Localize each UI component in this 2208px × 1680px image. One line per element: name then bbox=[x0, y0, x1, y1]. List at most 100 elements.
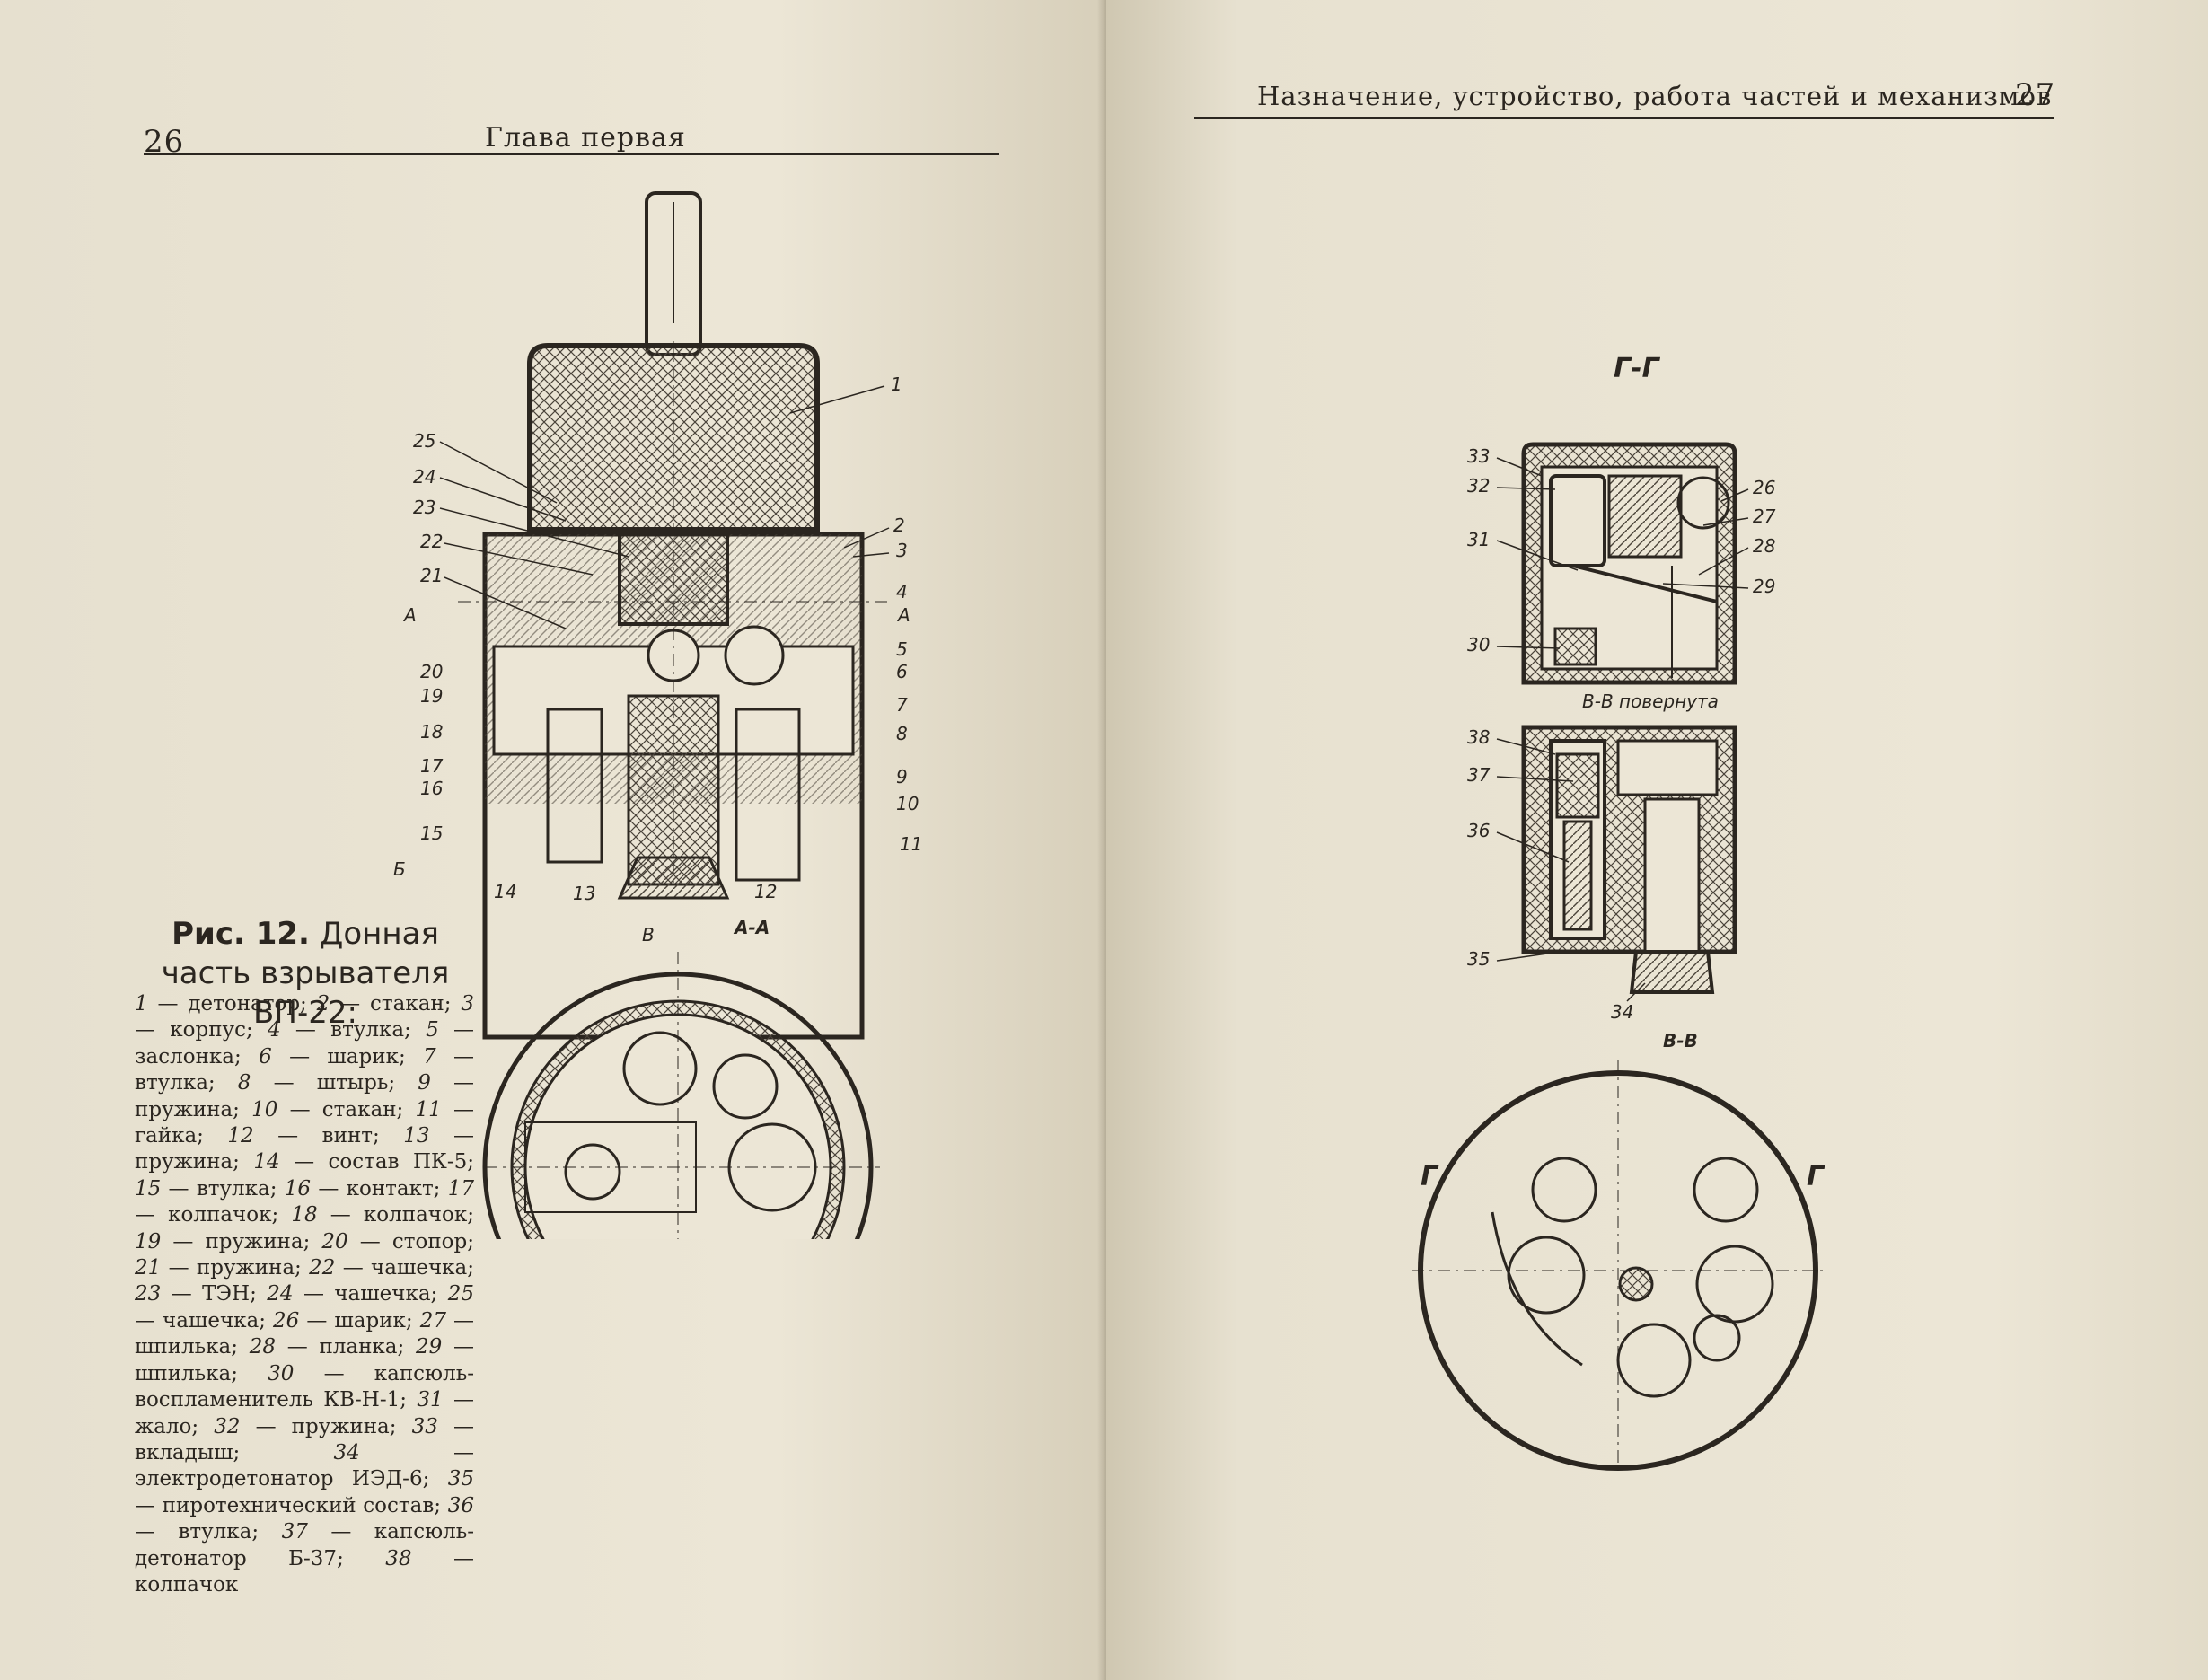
right-page-number: 27 bbox=[2015, 77, 2056, 113]
section-mark-v: В bbox=[642, 924, 655, 946]
legend-item-number: 18 bbox=[291, 1203, 318, 1227]
legend-item-number: 20 bbox=[321, 1229, 348, 1253]
legend-item-text: — жало; bbox=[135, 1388, 474, 1438]
right-page: Назначение, устройство, работа частей и … bbox=[1106, 0, 2208, 1680]
figure-label: Рис. 12. bbox=[172, 916, 310, 952]
callout-30: 30 bbox=[1467, 634, 1490, 655]
legend-item: 19 — пружина; bbox=[135, 1230, 321, 1253]
legend-item-text: — чашечка; bbox=[293, 1282, 448, 1306]
callout-19: 19 bbox=[420, 685, 443, 707]
legend-item-number: 15 bbox=[135, 1176, 162, 1201]
legend-item: 31 — жало; bbox=[135, 1388, 474, 1438]
left-header-rule bbox=[144, 153, 999, 155]
section-gg bbox=[1521, 442, 1737, 685]
legend-item: 34 — электродетонатор ИЭД-6; bbox=[135, 1441, 474, 1491]
legend-item-number: 6 bbox=[259, 1044, 272, 1069]
legend-item-number: 13 bbox=[403, 1124, 430, 1148]
callout-3: 3 bbox=[896, 540, 908, 561]
legend-item: 33 — вкладыш; bbox=[135, 1415, 474, 1465]
callout-21: 21 bbox=[420, 565, 443, 586]
legend-item-number: 32 bbox=[214, 1414, 241, 1438]
callout-24: 24 bbox=[413, 466, 435, 488]
legend-item: 11 — гайка; bbox=[135, 1098, 474, 1148]
legend-item-text: — шарик; bbox=[271, 1044, 424, 1069]
legend-item: 6 — шарик; bbox=[259, 1045, 423, 1069]
legend-item: 16 — контакт; bbox=[285, 1177, 448, 1201]
legend-item: 23 — ТЭН; bbox=[135, 1282, 267, 1306]
legend-item-text: — втулка; bbox=[280, 1018, 427, 1042]
legend-item: 9 — пружина; bbox=[135, 1071, 474, 1121]
callout-15: 15 bbox=[420, 822, 443, 844]
figure-caption-title: Рис. 12. Донная часть взрывателя ВП-22: bbox=[135, 914, 476, 1033]
legend-item-text: — контакт; bbox=[311, 1176, 448, 1201]
legend-item: 28 — планка; bbox=[250, 1335, 416, 1359]
legend-item: 24 — чашечка; bbox=[267, 1282, 447, 1306]
legend-item-number: 10 bbox=[251, 1097, 278, 1121]
callout-23: 23 bbox=[413, 497, 435, 518]
legend-item-text: — пружина; bbox=[161, 1256, 310, 1280]
legend-item-text: — втулка; bbox=[135, 1044, 475, 1095]
legend-item-number: 7 bbox=[423, 1044, 436, 1069]
legend-item-number: 33 bbox=[411, 1414, 438, 1438]
legend-item-text: — колпачок; bbox=[135, 1203, 292, 1227]
callout-26: 26 bbox=[1753, 477, 1775, 498]
legend-item: 2 — стакан; bbox=[317, 992, 462, 1016]
callout-7: 7 bbox=[896, 694, 908, 716]
view-title-aa: А-А bbox=[733, 917, 770, 938]
legend-item-text: — чашечка; bbox=[135, 1308, 274, 1333]
right-running-head: Назначение, устройство, работа частей и … bbox=[1257, 81, 2053, 111]
legend-item-number: 28 bbox=[249, 1335, 277, 1359]
callout-33: 33 bbox=[1467, 445, 1490, 467]
legend-item-number: 31 bbox=[417, 1388, 444, 1412]
legend-item: 21 — пружина; bbox=[135, 1256, 309, 1280]
callout-27: 27 bbox=[1753, 506, 1776, 527]
legend-item: 18 — колпачок; bbox=[291, 1203, 474, 1227]
legend-item-text: — шпилька; bbox=[135, 1308, 475, 1359]
legend-item-text: — заслонка; bbox=[135, 1018, 475, 1069]
legend-item-number: 27 bbox=[419, 1308, 446, 1333]
legend-item-text: — ТЭН; bbox=[161, 1282, 268, 1306]
legend-item-text: — колпачок; bbox=[317, 1203, 474, 1227]
legend-item-number: 38 bbox=[385, 1546, 412, 1570]
legend-item-number: 16 bbox=[284, 1176, 312, 1201]
legend-item: 38 — колпачок bbox=[135, 1547, 474, 1596]
legend-item: 20 — стопор; bbox=[321, 1230, 474, 1253]
legend-item: 4 — втулка; bbox=[268, 1018, 426, 1042]
legend-item: 8 — штырь; bbox=[238, 1071, 418, 1095]
legend-item-text: — колпачок bbox=[135, 1546, 474, 1596]
legend-item: 15 — втулка; bbox=[135, 1177, 285, 1201]
section-mark-b: Б bbox=[393, 858, 406, 880]
legend-item: 12 — винт; bbox=[227, 1124, 403, 1148]
legend-item-number: 4 bbox=[267, 1018, 281, 1042]
section-mark-a-right: А bbox=[896, 604, 910, 626]
legend-item-text: — шарик; bbox=[299, 1308, 420, 1333]
mark-g-right: Г bbox=[1807, 1161, 1825, 1192]
legend-item-text: — пружина; bbox=[240, 1414, 412, 1438]
callout-17: 17 bbox=[420, 755, 444, 777]
legend-item-text: — шпилька; bbox=[135, 1335, 474, 1385]
section-title-gg: Г-Г bbox=[1614, 353, 1661, 384]
legend-item-number: 34 bbox=[333, 1440, 360, 1465]
legend-item-number: 19 bbox=[135, 1229, 162, 1253]
callout-2: 2 bbox=[893, 515, 905, 536]
callout-9: 9 bbox=[896, 766, 908, 787]
legend-item-text: — втулка; bbox=[161, 1176, 285, 1201]
legend-item-text: — втулка; bbox=[135, 1520, 282, 1544]
callout-12: 12 bbox=[754, 881, 777, 902]
legend-item: 5 — заслонка; bbox=[135, 1018, 474, 1068]
legend-item-number: 30 bbox=[268, 1361, 295, 1385]
legend-item-number: 37 bbox=[281, 1520, 308, 1544]
legend-item: 3 — корпус; bbox=[135, 992, 474, 1042]
legend-item-text: — вкладыш; bbox=[135, 1414, 475, 1465]
callout-6: 6 bbox=[896, 661, 908, 682]
rotated-note: В-В повернута bbox=[1582, 690, 1719, 712]
mark-g-left: Г bbox=[1421, 1161, 1439, 1192]
callout-31: 31 bbox=[1467, 529, 1490, 550]
legend-item-number: 14 bbox=[253, 1150, 280, 1174]
legend-item-text: — состав ПК-5; bbox=[279, 1150, 474, 1174]
legend-item: 22 — чашечка; bbox=[309, 1256, 474, 1280]
legend-item-text: — стакан; bbox=[277, 1097, 416, 1121]
legend-item-number: 24 bbox=[267, 1282, 294, 1306]
fuze-section-drawing: 1 2 3 4 5 6 7 8 9 10 11 12 13 14 15 16 1… bbox=[393, 191, 922, 1239]
